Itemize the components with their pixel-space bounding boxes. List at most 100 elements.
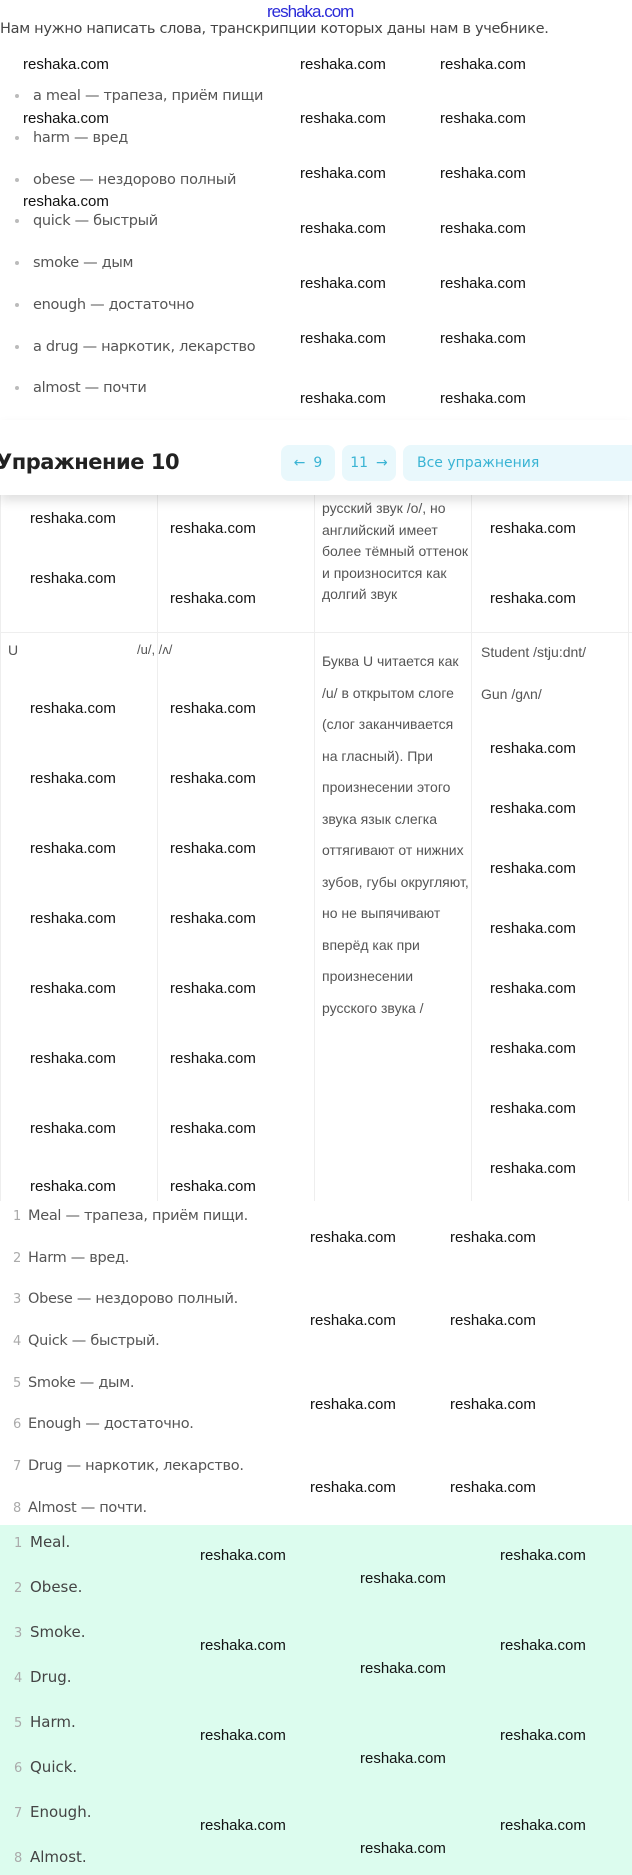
item-number: 7 (14, 1806, 23, 1821)
list-item-text: a meal — трапеза, приём пищи (33, 88, 264, 104)
item-number: 4 (14, 1671, 23, 1686)
list-item: quick — быстрый (15, 213, 158, 229)
watermark-text: reshaka.com (23, 193, 109, 210)
watermark-text: reshaka.com (450, 1229, 536, 1246)
watermark-text: reshaka.com (310, 1312, 396, 1329)
item-number: 1 (14, 1536, 23, 1551)
watermark-text: reshaka.com (450, 1312, 536, 1329)
letters-table: русский звук /о/, но английский имеет бо… (0, 420, 632, 1201)
list-item: 8 Almost — почти. (13, 1500, 147, 1516)
bullet-icon (15, 219, 19, 223)
list-item: obese — нездорово полный (15, 172, 236, 188)
item-text: Enough. (30, 1803, 92, 1821)
table-cell-example: Gun /gʌn/ (481, 686, 542, 702)
list-item: 5 Smoke — дым. (13, 1375, 134, 1391)
item-number: 3 (14, 1626, 23, 1641)
item-number: 2 (13, 1251, 21, 1266)
list-item-text: obese — нездорово полный (33, 172, 237, 188)
watermark-text: reshaka.com (300, 165, 386, 182)
list-item: a drug — наркотик, лекарство (15, 339, 256, 355)
table-border (157, 420, 158, 1201)
bullet-icon (15, 94, 19, 98)
item-number: 8 (14, 1851, 23, 1866)
table-cell-description: Буква U читается как /u/ в открытом слог… (322, 653, 469, 1016)
list-item: enough — достаточно (15, 297, 194, 313)
item-number: 6 (14, 1761, 23, 1776)
arrow-right-icon: → (376, 455, 388, 471)
list-item-text: almost — почти (33, 380, 147, 396)
list-item-text: quick — быстрый (33, 213, 158, 229)
all-exercises-button[interactable]: Все упражнения (403, 445, 632, 481)
watermark-text: reshaka.com (450, 1396, 536, 1413)
watermark-text: reshaka.com (300, 275, 386, 292)
watermark-text: reshaka.com (300, 110, 386, 127)
item-text: Smoke — дым. (28, 1375, 135, 1391)
item-text: Harm. (30, 1713, 76, 1731)
watermark-text: reshaka.com (440, 110, 526, 127)
item-number: 7 (13, 1459, 21, 1474)
next-exercise-button[interactable]: 11 → (342, 445, 396, 481)
table-border (0, 420, 1, 1201)
bullet-icon (15, 136, 19, 140)
list-item-text: smoke — дым (33, 255, 134, 271)
watermark-text: reshaka.com (440, 220, 526, 237)
table-row-divider (0, 632, 632, 633)
watermark-text: reshaka.com (440, 275, 526, 292)
item-text: Almost — почти. (28, 1500, 147, 1516)
watermark-text: reshaka.com (23, 56, 109, 73)
item-text: Smoke. (30, 1623, 86, 1641)
intro-text: Нам нужно написать слова, транскрипции к… (0, 21, 549, 37)
answer-item: 7 Enough. (14, 1803, 91, 1821)
list-item: 2 Harm — вред. (13, 1250, 129, 1266)
watermark-text: reshaka.com (310, 1396, 396, 1413)
table-border (628, 420, 629, 1201)
bullet-icon (15, 386, 19, 390)
table-border (471, 420, 472, 1201)
item-number: 5 (13, 1376, 21, 1391)
site-logo[interactable]: reshaka.com (267, 2, 354, 21)
list-item-text: enough — достаточно (33, 297, 195, 313)
table-cell-letter: U (8, 642, 19, 658)
answer-item: 3 Smoke. (14, 1623, 85, 1641)
item-number: 8 (13, 1501, 21, 1516)
page-title: Упражнение 10 (0, 450, 180, 474)
list-item: almost — почти (15, 380, 147, 396)
arrow-left-icon: ← (293, 455, 306, 471)
table-cell-example: Student /stju:dnt/ (481, 644, 587, 660)
table-cell-transcription: /u/, /ʌ/ (137, 642, 173, 657)
item-text: Obese. (30, 1578, 83, 1596)
item-text: Quick — быстрый. (28, 1333, 160, 1349)
watermark-text: reshaka.com (310, 1479, 396, 1496)
watermark-text: reshaka.com (440, 330, 526, 347)
table-cell-description: русский звук /о/, но английский имеет бо… (322, 500, 469, 602)
exercise-header: Упражнение 10 ←9 11 → Все упражнения (0, 420, 632, 495)
watermark-text: reshaka.com (440, 165, 526, 182)
list-item-text: a drug — наркотик, лекарство (33, 339, 256, 355)
table-border (314, 420, 315, 1201)
bullet-icon (15, 261, 19, 265)
watermark-text: reshaka.com (300, 330, 386, 347)
item-text: Quick. (30, 1758, 78, 1776)
next-label: 11 (350, 455, 369, 471)
prev-exercise-button[interactable]: ←9 (281, 445, 335, 481)
list-item: harm — вред (15, 130, 128, 146)
watermark-text: reshaka.com (440, 390, 526, 407)
item-text: Drug — наркотик, лекарство. (28, 1458, 244, 1474)
item-text: Enough — достаточно. (28, 1416, 194, 1432)
item-text: Meal — трапеза, приём пищи. (28, 1208, 248, 1224)
watermark-text: reshaka.com (300, 390, 386, 407)
item-text: Harm — вред. (28, 1250, 130, 1266)
watermark-text: reshaka.com (310, 1229, 396, 1246)
answer-item: 6 Quick. (14, 1758, 77, 1776)
watermark-text: reshaka.com (300, 56, 386, 73)
watermark-text: reshaka.com (440, 56, 526, 73)
list-item-text: harm — вред (33, 130, 129, 146)
bullet-icon (15, 178, 19, 182)
item-text: Drug. (30, 1668, 72, 1686)
